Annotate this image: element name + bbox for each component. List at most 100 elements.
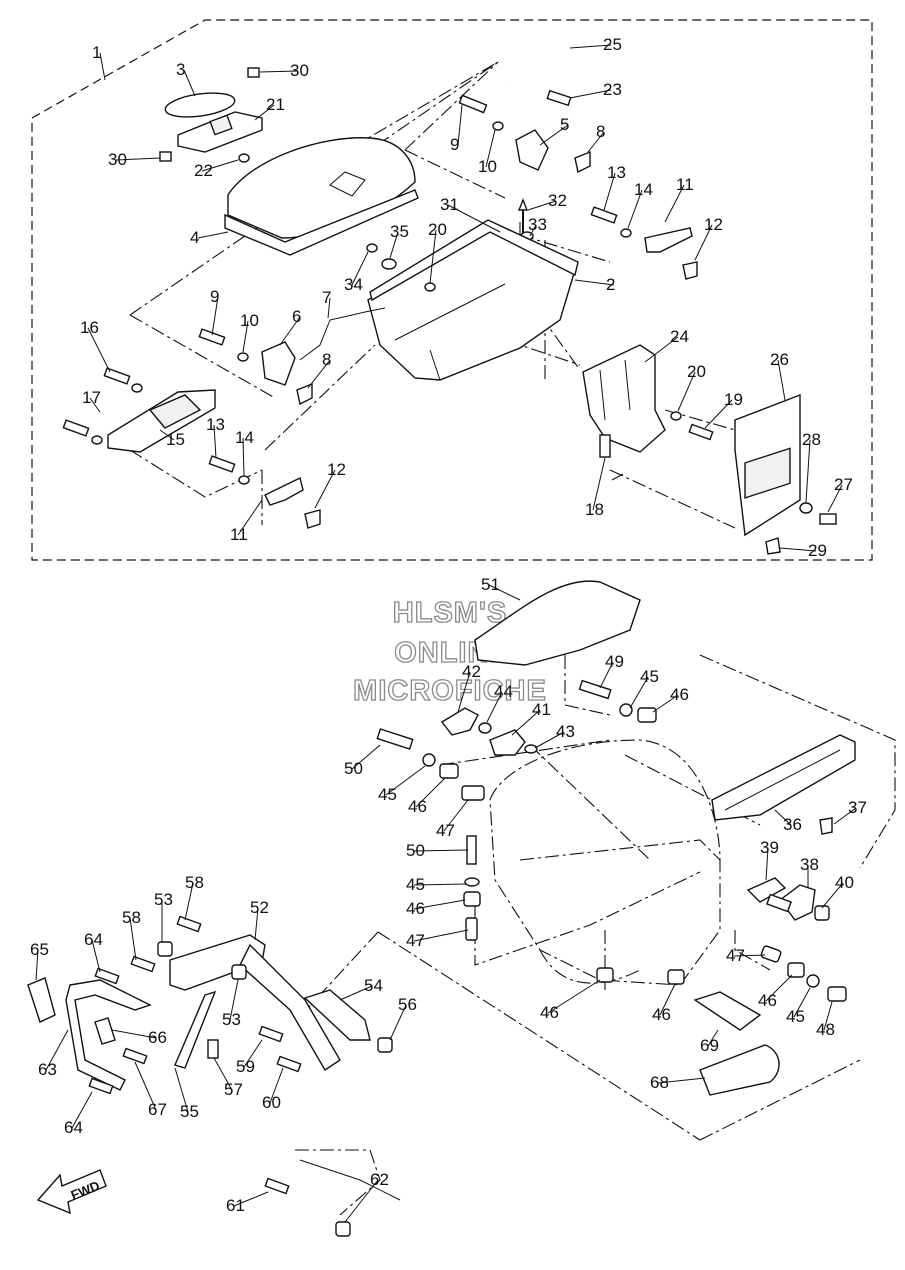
callout-leader (488, 584, 521, 601)
callout-3: 3 (176, 60, 196, 97)
callout-20: 20 (677, 362, 706, 412)
callout-64: 64 (64, 1091, 93, 1137)
watermark: HLSM'S ONLINE MICROFICHE (353, 596, 547, 707)
callout-13: 13 (603, 163, 626, 211)
callout-leader (415, 777, 446, 808)
callout-leader (677, 371, 696, 412)
callout-leader (779, 547, 817, 552)
callout-1: 1 (92, 43, 106, 81)
callout-leader (174, 1067, 189, 1113)
callout-10: 10 (478, 129, 497, 176)
callout-21: 21 (254, 95, 285, 121)
callout-leader (242, 320, 249, 353)
callout-number: 64 (64, 1118, 83, 1137)
part-12-nut-right (682, 261, 698, 280)
callout-9: 9 (450, 104, 463, 154)
callout-7: 7 (322, 288, 331, 319)
callout-leader (351, 251, 369, 286)
callout-number: 29 (808, 541, 827, 560)
callout-number: 16 (80, 318, 99, 337)
callout-leader (259, 70, 299, 73)
callout-leader (457, 671, 471, 713)
callout-number: 10 (478, 157, 497, 176)
callout-number: 33 (528, 215, 547, 234)
callout-number: 38 (800, 855, 819, 874)
callout-number: 68 (650, 1073, 669, 1092)
watermark-line-1: HLSM'S (393, 597, 507, 629)
callout-leader (254, 104, 275, 121)
callout-8: 8 (307, 350, 331, 389)
callout-leader (35, 949, 39, 981)
callout-leader (644, 336, 679, 363)
callout-leader (413, 849, 469, 852)
callout-number: 27 (834, 475, 853, 494)
callout-number: 51 (481, 575, 500, 594)
callout-14: 14 (627, 180, 653, 229)
part-11-bracket-lower (264, 476, 304, 506)
callout-number: 9 (450, 135, 459, 154)
callout-leader (486, 691, 503, 723)
part-20-washer-upper (424, 282, 436, 292)
callout-16: 16 (80, 318, 111, 373)
callout-leader (574, 279, 615, 286)
part-45-washer-b (422, 753, 436, 767)
part-50-bolt-a (376, 728, 414, 750)
callout-45: 45 (629, 667, 659, 709)
callout-49: 49 (599, 652, 624, 689)
callout-45: 45 (786, 987, 811, 1026)
part-8-nut-mid (296, 382, 313, 406)
callout-15: 15 (159, 429, 185, 449)
callout-number: 37 (848, 798, 867, 817)
callout-leader (603, 172, 616, 211)
callout-leader (627, 189, 643, 229)
callout-leader (443, 799, 469, 832)
part-48-cap (827, 986, 847, 1002)
part-16-bolt-b (62, 419, 90, 437)
callout-leader (592, 457, 606, 511)
callout-47: 47 (406, 929, 469, 950)
callout-number: 56 (398, 995, 417, 1014)
callout-43: 43 (534, 722, 575, 749)
part-34-washer (366, 243, 378, 253)
callout-leader (774, 809, 792, 826)
callout-number: 53 (154, 890, 173, 909)
callout-number: 22 (194, 161, 213, 180)
callout-number: 57 (224, 1080, 243, 1099)
callout-leader (213, 424, 217, 459)
callout-number: 66 (148, 1028, 167, 1047)
callout-47: 47 (726, 946, 766, 965)
callout-number: 23 (603, 80, 622, 99)
callout-44: 44 (486, 682, 513, 723)
callout-leader (159, 429, 175, 441)
part-29-clip (765, 537, 781, 555)
callout-number: 26 (770, 350, 789, 369)
callout-number: 19 (724, 390, 743, 409)
part-45-washer-d (806, 974, 820, 988)
callout-61: 61 (226, 1191, 269, 1215)
part-6-latch (261, 341, 296, 386)
callout-leader (243, 1039, 263, 1068)
part-28-washer (799, 502, 813, 514)
part-12-nut-lower (304, 509, 321, 529)
callout-number: 46 (540, 1003, 559, 1022)
part-36-bracket (711, 734, 856, 821)
callout-number: 40 (835, 873, 854, 892)
callout-42: 42 (457, 662, 481, 713)
watermark-line-3: MICROFICHE (353, 675, 547, 707)
callout-number: 42 (462, 662, 481, 681)
part-67-bolt (122, 1047, 148, 1065)
callout-leader (254, 907, 259, 941)
part-9-bolt-mid (198, 328, 226, 346)
callout-number: 11 (230, 525, 248, 544)
callout-number: 25 (603, 35, 622, 54)
callout-leader (765, 974, 793, 1002)
assembly-boundary (31, 19, 873, 561)
callout-leader (237, 499, 263, 536)
callout-leader (694, 224, 713, 261)
callout-number: 41 (532, 700, 551, 719)
callout-number: 55 (180, 1102, 199, 1121)
callout-labels: 1234567889910101111121213131414151617181… (30, 35, 867, 1223)
part-60-bolt (276, 1055, 302, 1073)
part-44-washer (478, 722, 492, 734)
callout-leader (413, 929, 469, 942)
